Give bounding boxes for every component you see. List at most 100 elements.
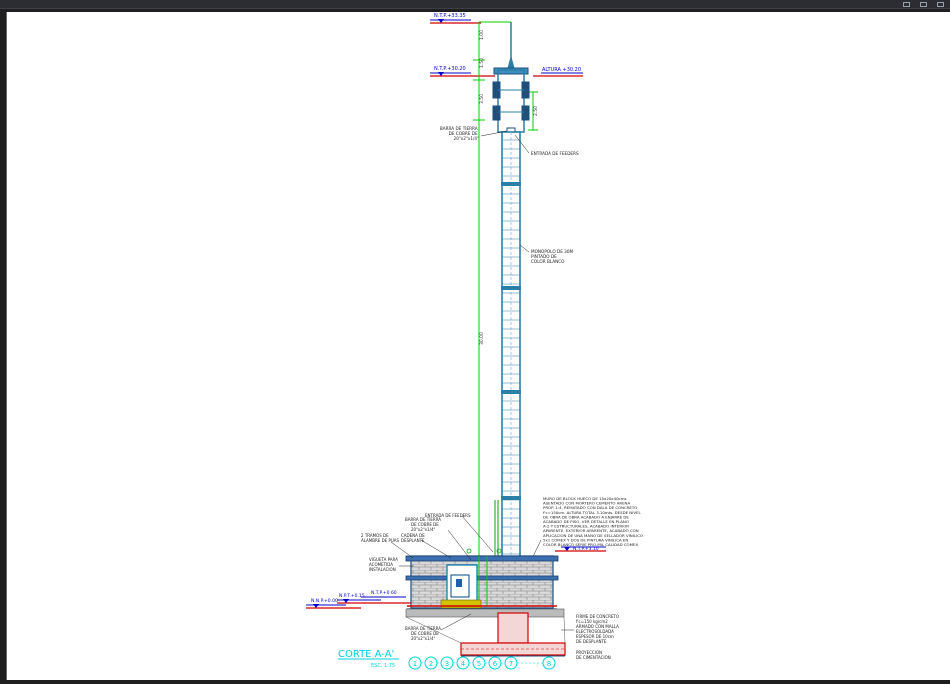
slab-note-line: DE CIMENTACION xyxy=(576,655,611,660)
dim-3: 3.50 xyxy=(479,94,485,104)
svg-text:BARRA DE TIERRA DE C: BARRA DE TIERRA DE COBRE DE 20"x2"x1/4" xyxy=(405,626,442,641)
svg-text:BARRA DE TIERRA DE C: BARRA DE TIERRA DE COBRE DE 20"x2"x1/4" xyxy=(440,126,479,141)
title-bar xyxy=(0,0,950,9)
dim-5: 30.00 xyxy=(479,332,485,345)
wall-note-line: ACABADO DE PISO, VER DETALLE EN PLANO xyxy=(543,519,629,524)
grid-axis-bubble: 3 xyxy=(440,656,454,670)
svg-text:ENTRADA DE FEEDERS: ENTRADA DE FEEDERS xyxy=(425,513,471,518)
foundation xyxy=(405,608,566,657)
note-feeder-entry-bottom: ENTRADA DE FEEDERS xyxy=(425,513,494,553)
level-platform-label: N.T.P.+30.20 xyxy=(434,66,466,72)
grid-bubble-circle xyxy=(424,656,438,670)
grid-bubble-label: 2 xyxy=(429,660,433,668)
wall-note-line: A-2 Y ESTRUCTURALES, ACABADO INTERIOR xyxy=(543,524,629,529)
wall-note-line: MURO DE BLOCK HUECO DE 15x20x40cms xyxy=(543,496,627,501)
slab-note-line: FIRME DE CONCRETO xyxy=(576,614,619,619)
note-door: VIGUETA PARA ACOMETIDA INSTALACION xyxy=(369,557,413,572)
grid-bubble-label: 3 xyxy=(445,660,449,668)
grid-axis-bubble: 1 xyxy=(408,656,422,670)
svg-text:BARRA DE TIERRA DE C: BARRA DE TIERRA DE COBRE DE 20"x2"x1/4" xyxy=(405,517,442,532)
grid-bubble-circle xyxy=(472,656,486,670)
svg-text:CADENA DE DESPLANTE: CADENA DE DESPLANTE xyxy=(401,533,426,543)
section-scale-text: ESC. 1:75 xyxy=(371,663,395,669)
tower-section-drawing[interactable]: N.T.P.+33.35 N.T.P.+30.20 ALTURA +30.20 xyxy=(7,12,950,680)
wall-note-line: COLOR BLANCO SERIE PRO-MIL CALIDAD COMEX xyxy=(543,542,638,547)
svg-text:VIGUETA PARA ACOMETI: VIGUETA PARA ACOMETIDA INSTALACION xyxy=(369,557,399,572)
section-title: CORTE A-A' ESC. 1:75 xyxy=(338,649,399,669)
wall-note-line: APARENTE, EXTERIOR APARENTE, ACABADO CON xyxy=(543,528,639,533)
svg-text:MURO DE BLOCK HUECO DE 15x20x4: MURO DE BLOCK HUECO DE 15x20x40cmsASENTA… xyxy=(543,496,643,547)
level-shelter-roof-label: N.T.P.+3.10 xyxy=(573,546,599,552)
grid-bubble-circle xyxy=(488,656,502,670)
level-floor-left: N.P.T.+0.15 xyxy=(337,593,411,604)
slab-note-line: ARMADO CON MALLA xyxy=(576,624,619,629)
svg-text:MONOPOLO DE 30M PINT: MONOPOLO DE 30M PINTADO DE COLOR BLANCO xyxy=(531,249,574,264)
grid-bubble-label: 7 xyxy=(509,660,513,668)
grid-bubble-label: 8 xyxy=(547,660,551,668)
grid-axis-bubble: 7 xyxy=(504,656,518,670)
monopole xyxy=(494,131,521,563)
grid-bubble-circle xyxy=(440,656,454,670)
grid-axis-bubble: 4 xyxy=(456,656,470,670)
drawing-sheet[interactable]: N.T.P.+33.35 N.T.P.+30.20 ALTURA +30.20 xyxy=(6,12,950,680)
wall-note-line: PROP. 1:4, REMATADO CON DALA DE CONCRETO xyxy=(543,505,637,510)
wall-note-line: ASENTADO CON MORTERO CEMENTO ARENA xyxy=(543,501,630,506)
section-title-text: CORTE A-A' xyxy=(338,649,394,660)
grid-bubble-circle xyxy=(408,656,422,670)
dim-1: 1.00 xyxy=(479,30,485,40)
level-shelter-roof: N.T.P.+3.10 xyxy=(555,546,606,552)
grid-bubble-label: 5 xyxy=(477,660,481,668)
level-top-label: N.T.P.+33.35 xyxy=(434,13,466,19)
grid-bubble-label: 4 xyxy=(461,660,466,668)
level-antenna: ALTURA +30.20 xyxy=(533,67,583,77)
restore-icon[interactable] xyxy=(920,1,927,7)
dim-4: 2.50 xyxy=(533,106,539,116)
grid-bubble-label: 6 xyxy=(493,660,498,668)
wall-note-line: 5x1 COMEX Y DOS DE PINTURA VINILICA EN xyxy=(543,537,628,542)
shelter xyxy=(405,548,559,610)
svg-text:N.T.P.+0.60: N.T.P.+0.60 xyxy=(371,590,397,596)
note-bottom-bar: BARRA DE TIERRA DE COBRE DE 20"x2"x1/4" xyxy=(405,613,472,641)
level-antenna-label: ALTURA +30.20 xyxy=(542,67,581,73)
antenna-platform xyxy=(492,67,530,136)
vertical-dimensions xyxy=(473,21,538,595)
grid-axis-labels: 1 2 3 4 5 6 7 8 xyxy=(408,656,557,670)
level-platform: N.T.P.+30.20 xyxy=(430,66,495,77)
svg-text:2 TRAMOS DE ALAMBRE: 2 TRAMOS DE ALAMBRE DE PUAS xyxy=(361,533,400,543)
slab-note-line: ESPESOR DE 10cm xyxy=(576,634,614,639)
svg-text:N.P.T.+0.15: N.P.T.+0.15 xyxy=(339,593,365,599)
slab-note-line: DE DESPLANTE xyxy=(576,639,607,644)
level-top: N.T.P.+33.35 xyxy=(430,13,481,24)
note-copper-bar-bottom: BARRA DE TIERRA DE COBRE DE 20"x2"x1/4" xyxy=(405,517,472,561)
note-ground-cable: CADENA DE DESPLANTE xyxy=(401,533,452,559)
grid-axis-bubble: 5 xyxy=(472,656,486,670)
note-monopole: MONOPOLO DE 30M PINTADO DE COLOR BLANCO xyxy=(519,244,574,264)
note-copper-bar-top: BARRA DE TIERRA DE COBRE DE 20"x2"x1/4" xyxy=(440,126,508,141)
slab-note-line: f'c=150 kg/cm2 xyxy=(576,619,608,624)
slab-note-line: ELECTROSOLDADA xyxy=(576,629,614,634)
grid-bubble-circle xyxy=(504,656,518,670)
level-ground: N.N.P.+0.00 xyxy=(306,598,361,609)
note-feeder-entry-top: ENTRADA DE FEEDERS xyxy=(514,134,579,156)
lightning-rod xyxy=(507,22,515,70)
grid-bubble-circle xyxy=(456,656,470,670)
slab-note-line: PROYECCION xyxy=(576,650,602,655)
level-floor-2: N.T.P.+0.60 xyxy=(361,590,406,598)
wall-note-line: APLICACION DE UNA MANO DE SELLADOR VINIL… xyxy=(543,533,643,538)
grid-bubble-label: 1 xyxy=(413,660,417,668)
grid-axis-bubble: 8 xyxy=(542,656,556,670)
wall-note-line: f'c=150cm. ALTURA TOTAL 3.10mts. DESDE N… xyxy=(543,510,641,515)
grid-bubble-circle xyxy=(542,656,556,670)
minimize-icon[interactable] xyxy=(903,1,910,7)
window-controls xyxy=(903,0,944,8)
svg-text:N.N.P.+0.00: N.N.P.+0.00 xyxy=(311,598,338,604)
dim-2: 1.50 xyxy=(479,58,485,68)
close-icon[interactable] xyxy=(937,1,944,7)
wall-note-line: DE OBRA DE OBRA ACABADO A ENJARRE DE xyxy=(543,514,629,519)
grid-axis-bubble: 2 xyxy=(424,656,438,670)
svg-text:ENTRADA DE FEEDERS: ENTRADA DE FEEDERS xyxy=(531,151,579,156)
